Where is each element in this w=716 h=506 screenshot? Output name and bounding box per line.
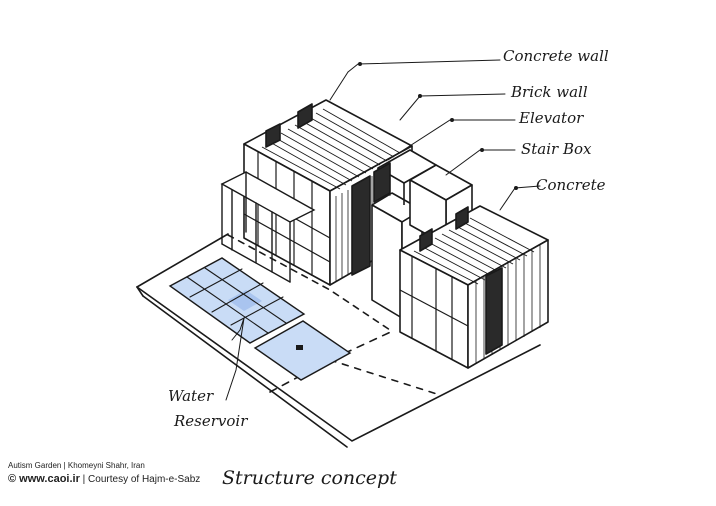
credit-site-link[interactable]: © www.caoi.ir [8, 473, 80, 485]
credit-line: © www.caoi.ir | Courtesy of Hajm-e-Sabz [8, 473, 200, 485]
label-concrete: Concrete [536, 176, 606, 194]
water-pool-shade [228, 290, 262, 311]
credit-project: Autism Garden | Khomeyni Shahr, Iran [8, 461, 145, 470]
label-elevator: Elevator [518, 109, 584, 127]
water-pool-small [253, 320, 352, 381]
credit-courtesy: | Courtesy of Hajm-e-Sabz [82, 474, 201, 485]
label-brick-wall: Brick wall [510, 83, 588, 101]
label-concrete-wall: Concrete wall [503, 47, 609, 65]
right-building [399, 205, 549, 369]
left-frame [220, 171, 316, 283]
label-stair-box: Stair Box [521, 140, 592, 158]
leader-dots [358, 62, 518, 190]
sketch-title: Structure concept [222, 467, 397, 489]
ground-slab [136, 233, 541, 448]
label-water: Water [168, 387, 214, 405]
water-reservoir [168, 257, 352, 381]
label-reservoir: Reservoir [173, 412, 248, 430]
